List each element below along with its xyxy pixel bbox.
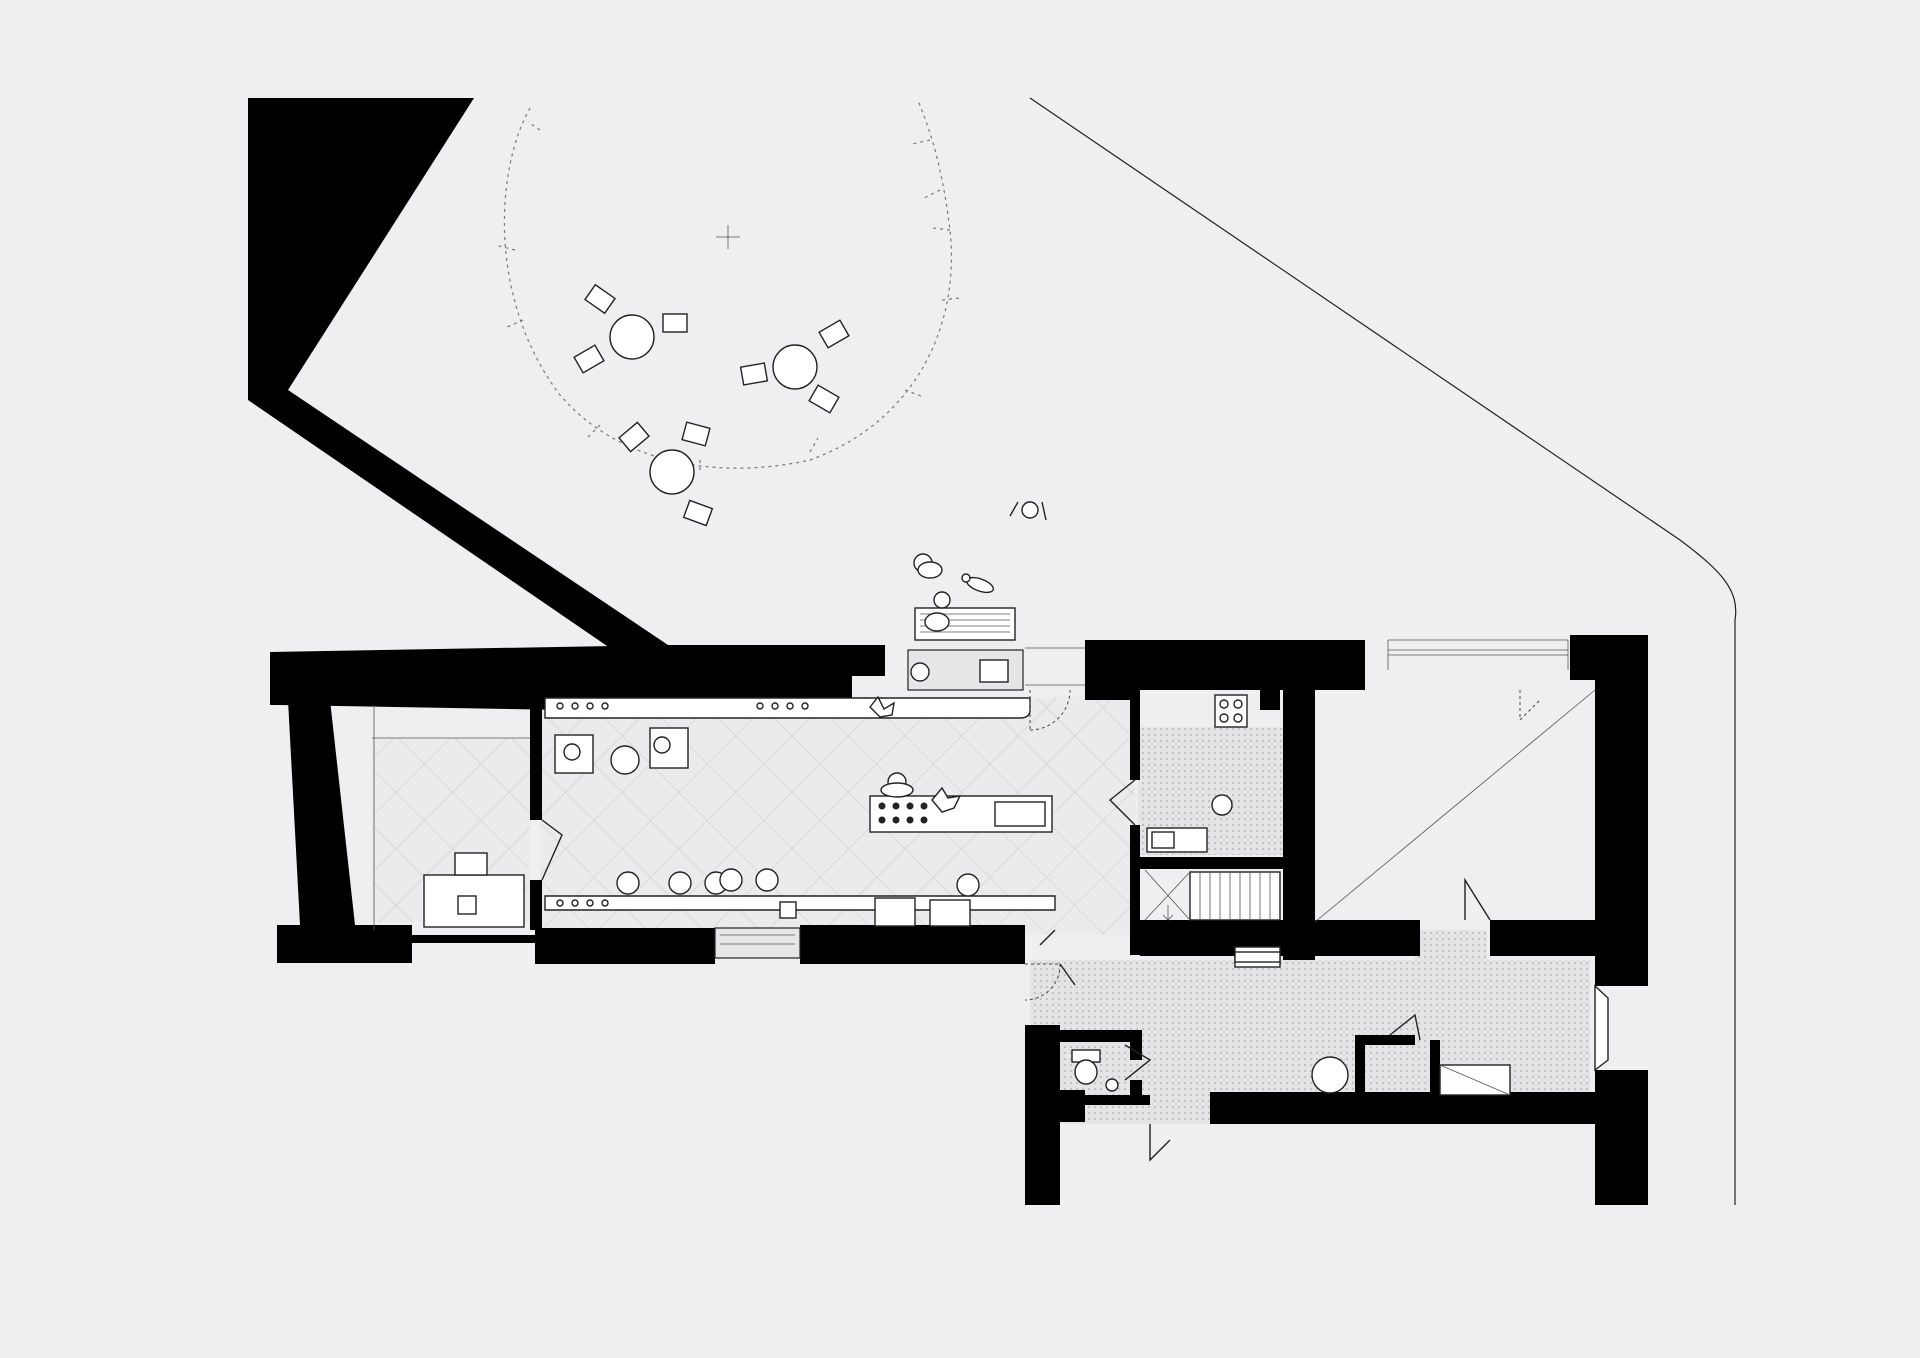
garden-wall [248,98,668,648]
dog-icon [961,573,995,594]
desk-icon [423,852,525,928]
cash-register [874,897,916,927]
plant-icon [869,695,962,813]
door-swing-icon [541,689,1541,1162]
window-frame [1025,647,1085,686]
person-icon [563,736,671,761]
person-icon [910,662,930,682]
property-boundary-line [1029,97,1737,1205]
bistro-table-icon [573,283,688,374]
person-icon [913,553,943,579]
person-icon [880,772,914,798]
tree-center-mark [716,225,740,249]
window-frame [1387,639,1569,670]
sink-icon [1146,827,1208,853]
bar-stool-icon [616,871,728,895]
person-icon [924,591,951,632]
window-frame [1594,984,1609,1072]
round-table [1311,1056,1349,1094]
person-icon [719,868,980,897]
window-frame [714,927,801,959]
bistro-table-icon [739,319,850,414]
toilet-icon [1071,1049,1119,1092]
kitchen-island [869,795,1053,833]
tree-canopy-icon [503,99,953,469]
cooktop-icon [1214,694,1248,728]
cooktop-icon [556,702,809,907]
sink-icon [929,899,971,927]
person-icon [1009,501,1047,521]
bistro-table-icon [618,421,714,527]
cafe-floor [540,695,1135,935]
person-icon [1211,794,1233,816]
stair-icon [1144,869,1281,921]
